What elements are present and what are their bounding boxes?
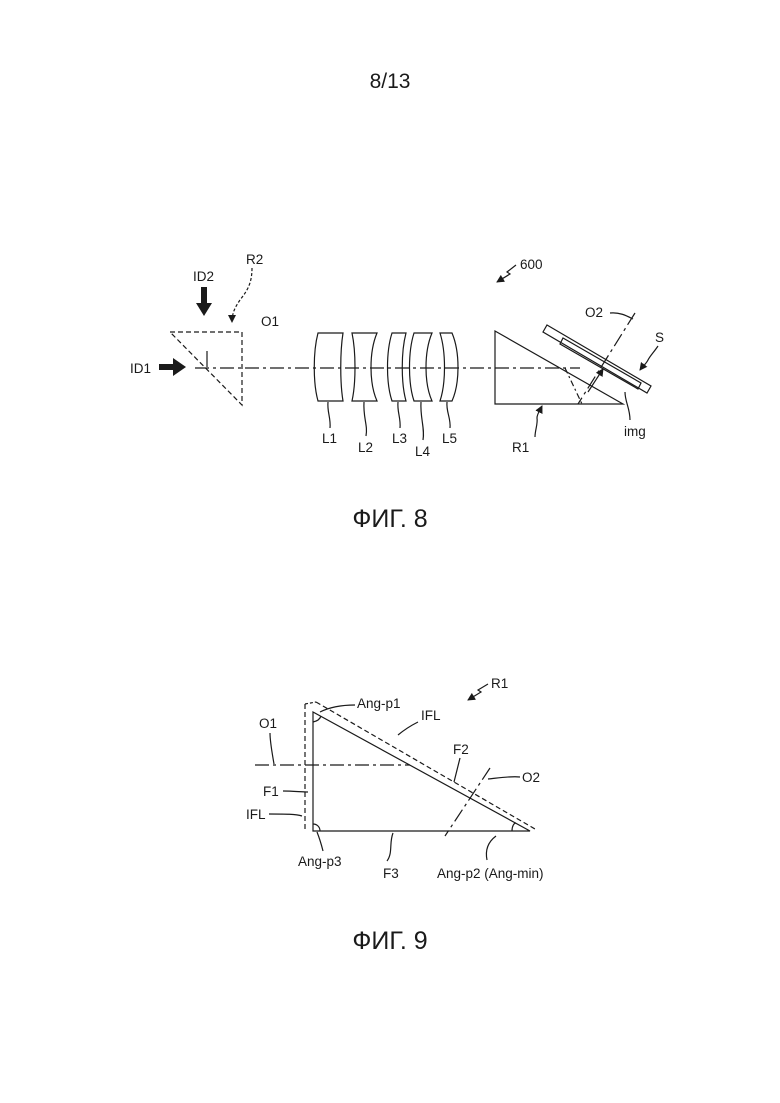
label-ifl-top: IFL <box>421 708 441 723</box>
optical-axis-o2-fig9 <box>445 768 490 836</box>
ifl-cap <box>305 702 316 704</box>
reflected-ray <box>565 368 582 404</box>
label-r2: R2 <box>246 252 263 267</box>
leader-f2 <box>454 758 460 782</box>
leader-s <box>640 346 658 370</box>
figure-9-caption: ФИГ. 9 <box>0 927 780 956</box>
input-arrow-id1 <box>159 358 186 376</box>
label-o1: O1 <box>261 314 279 329</box>
label-ifl-left: IFL <box>246 807 266 822</box>
sensor-s <box>543 325 651 393</box>
figure-9-labels: R1 Ang-p1 IFL O1 F2 O2 F1 IFL Ang-p3 F3 … <box>246 676 544 881</box>
leader-600 <box>497 265 516 282</box>
leader-l2 <box>364 402 367 436</box>
label-s: S <box>655 330 664 345</box>
lens-l4 <box>410 333 433 401</box>
leader-ang-p2 <box>486 836 496 860</box>
leader-o2-fig9 <box>488 777 520 779</box>
label-ang-p1: Ang-p1 <box>357 696 401 711</box>
figure-8 <box>159 265 658 440</box>
label-l5: L5 <box>442 431 457 446</box>
label-600: 600 <box>520 257 543 272</box>
input-arrow-id2 <box>196 287 212 316</box>
label-o2-fig9: O2 <box>522 770 540 785</box>
leader-o1-fig9 <box>270 733 274 764</box>
label-o1-fig9: O1 <box>259 716 277 731</box>
label-id2: ID2 <box>193 269 214 284</box>
leader-l3 <box>398 402 400 428</box>
leader-r1-fig9 <box>468 684 488 700</box>
label-ang-p2: Ang-p2 (Ang-min) <box>437 866 544 881</box>
lens-l1 <box>314 333 343 401</box>
leader-img <box>625 392 630 420</box>
leader-r2 <box>232 268 252 322</box>
figure-8-caption: ФИГ. 8 <box>0 505 780 534</box>
label-l3: L3 <box>392 431 407 446</box>
leader-ang-p1 <box>320 705 355 712</box>
angle-mark-p3 <box>313 824 320 831</box>
label-r1: R1 <box>512 440 529 455</box>
leader-ang-p3 <box>317 832 323 851</box>
leader-f1 <box>283 791 308 792</box>
prism-r1-fig9 <box>313 712 530 831</box>
leader-f3 <box>387 833 393 861</box>
label-f3: F3 <box>383 866 399 881</box>
label-r1-fig9: R1 <box>491 676 508 691</box>
lens-l2 <box>352 333 377 401</box>
leader-l5 <box>447 402 450 428</box>
angle-mark-p1 <box>313 716 321 722</box>
leader-r1 <box>535 406 542 437</box>
leader-o2 <box>610 313 633 319</box>
label-ang-p3: Ang-p3 <box>298 854 342 869</box>
label-o2: O2 <box>585 305 603 320</box>
angle-mark-p2 <box>512 823 516 831</box>
leader-l1 <box>328 402 330 428</box>
leader-ifl-left <box>269 814 302 816</box>
label-l1: L1 <box>322 431 337 446</box>
label-id1: ID1 <box>130 361 151 376</box>
optical-axis-o2 <box>578 313 635 404</box>
label-l4: L4 <box>415 444 431 459</box>
leader-l4 <box>421 402 424 440</box>
leader-ifl-top <box>398 722 418 735</box>
label-f2: F2 <box>453 742 469 757</box>
label-f1: F1 <box>263 784 279 799</box>
image-plate <box>560 338 641 389</box>
lens-l3 <box>388 333 407 401</box>
label-l2: L2 <box>358 440 373 455</box>
label-img: img <box>624 424 646 439</box>
lens-l5 <box>440 333 458 401</box>
